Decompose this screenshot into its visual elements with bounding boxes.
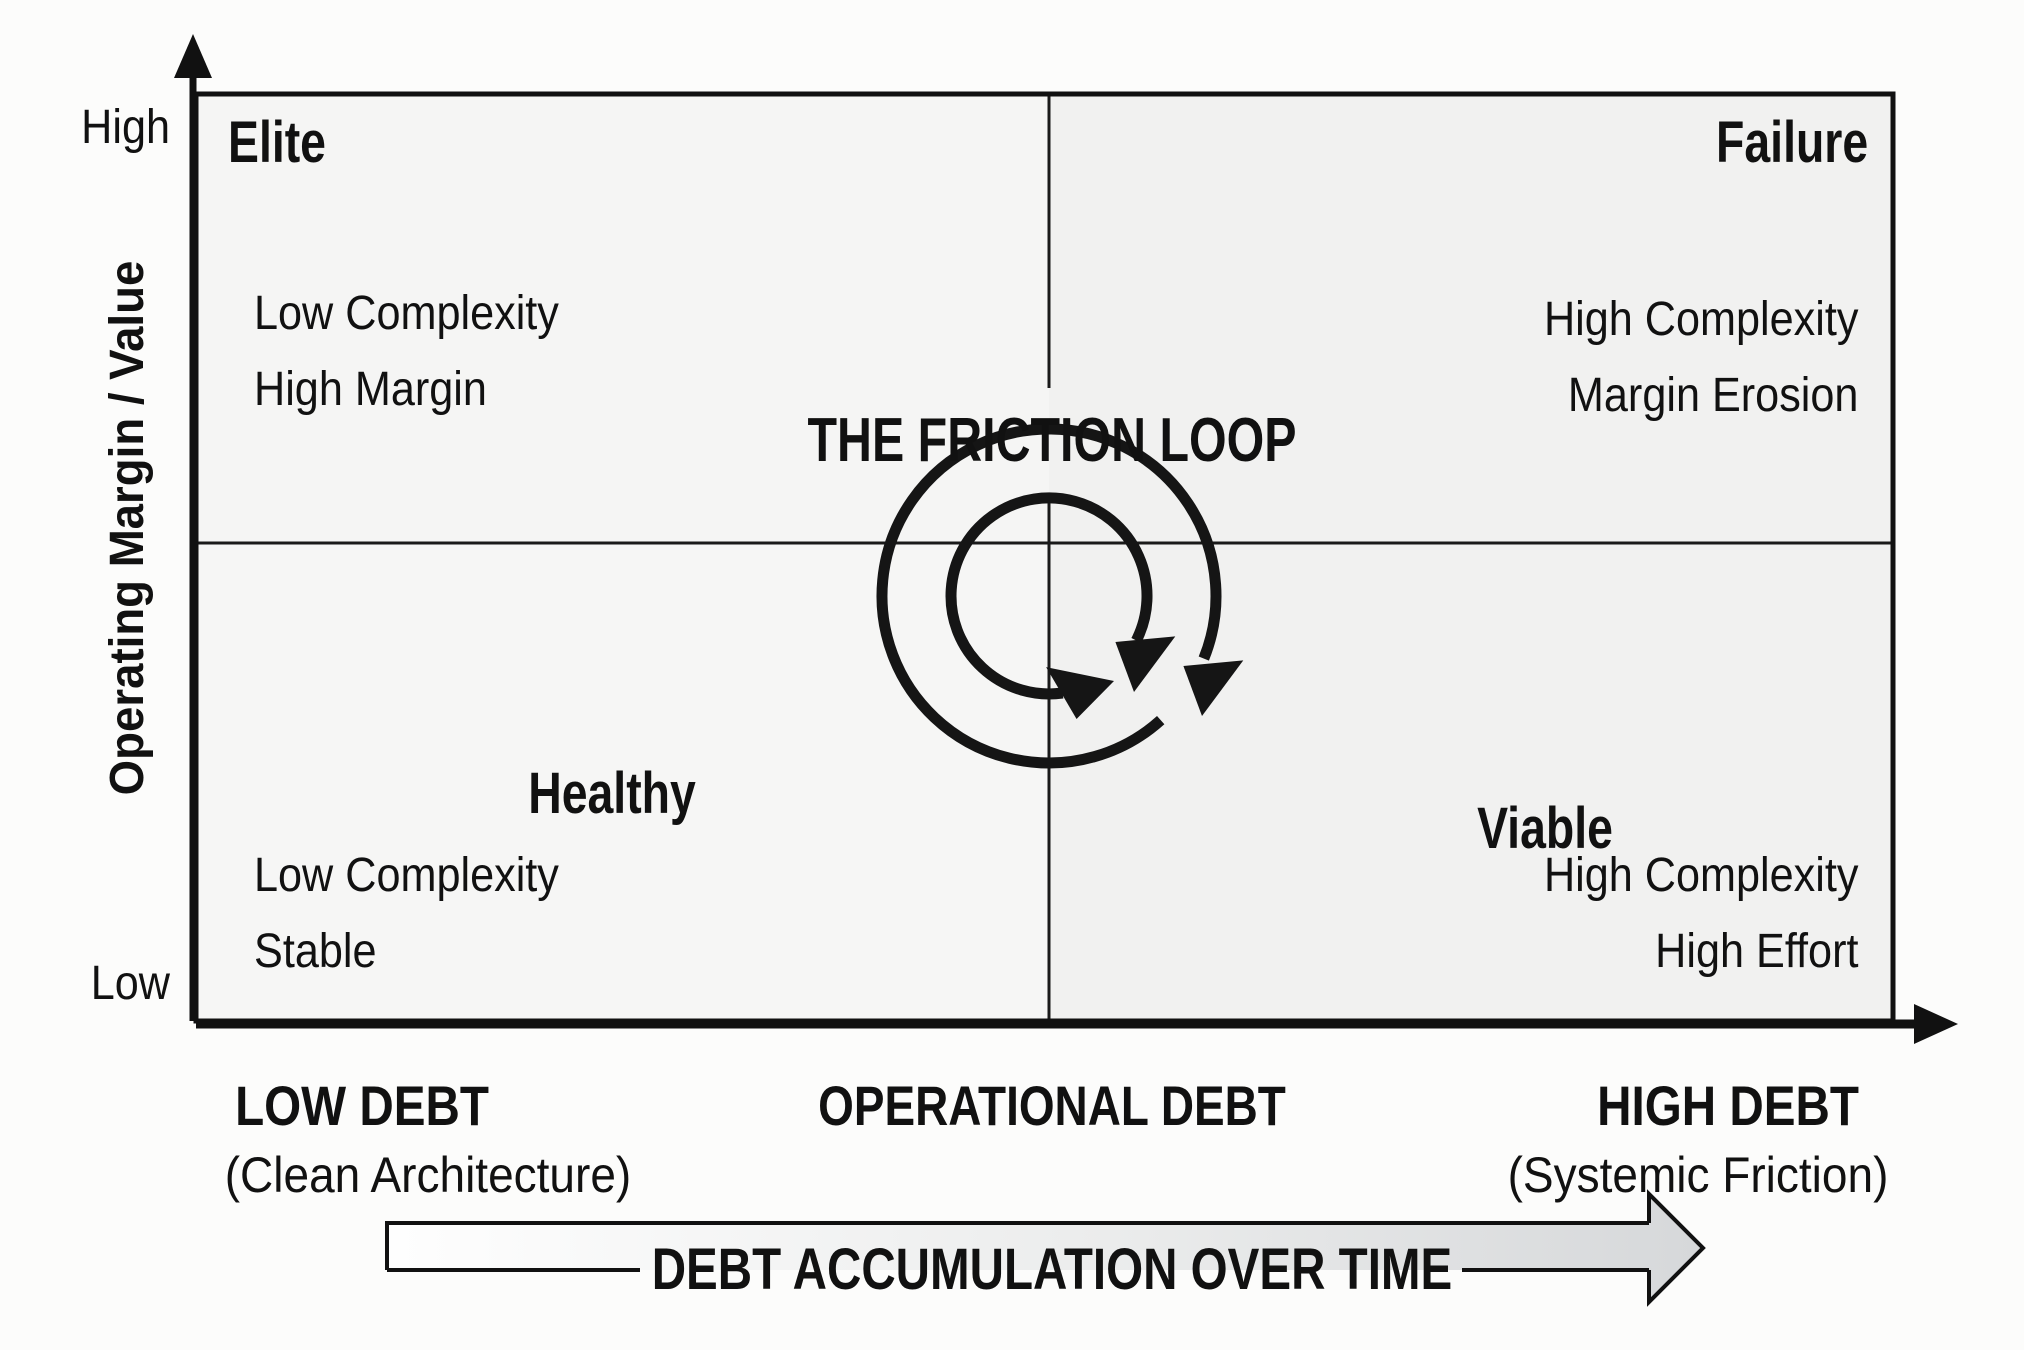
y-axis-high-tick: High bbox=[81, 101, 170, 154]
quadrant-fills bbox=[196, 94, 1893, 1021]
quadrant-bottom-right-fill bbox=[1049, 543, 1893, 1021]
y-axis-arrow-up-icon bbox=[174, 34, 212, 78]
loop-outer-arc bbox=[876, 423, 1222, 769]
x-axis bbox=[196, 1004, 1958, 1044]
x-axis-high-debt-label: HIGH DEBT bbox=[1597, 1074, 1859, 1137]
desc-line: Low Complexity bbox=[254, 849, 559, 902]
banner-arrow-head-outline bbox=[1647, 1189, 1706, 1307]
desc-line: Low Complexity bbox=[254, 287, 559, 340]
desc-line: High Complexity bbox=[1543, 293, 1858, 346]
loop-arrowhead-outer-icon bbox=[1183, 660, 1244, 716]
loop-arrowhead-bridge-icon bbox=[1046, 667, 1114, 719]
quadrant-elite-desc: Low Complexity High Margin bbox=[254, 276, 559, 428]
y-axis-low-tick: Low bbox=[90, 957, 170, 1010]
desc-line: Margin Erosion bbox=[1567, 369, 1858, 422]
desc-line: High Complexity bbox=[1543, 849, 1858, 902]
quadrant-healthy-label: Healthy bbox=[528, 761, 696, 826]
x-axis-high-debt-sublabel: (Systemic Friction) bbox=[1507, 1147, 1889, 1203]
quadrant-viable-label: Viable bbox=[1477, 796, 1613, 861]
diagram-title: THE FRICTION LOOP bbox=[807, 406, 1297, 475]
quadrant-failure-desc: High Complexity Margin Erosion bbox=[1543, 282, 1858, 434]
quadrant-viable-desc: High Complexity High Effort bbox=[1543, 838, 1858, 990]
debt-accumulation-banner-label: DEBT ACCUMULATION OVER TIME bbox=[651, 1237, 1453, 1302]
friction-loop-icon bbox=[876, 423, 1244, 769]
quadrant-bottom-left-fill bbox=[196, 543, 1049, 1021]
x-axis-arrow-right-icon bbox=[1914, 1004, 1958, 1044]
quadrant-top-left-fill bbox=[196, 94, 1049, 543]
quadrant-top-right-fill bbox=[1049, 94, 1893, 543]
y-axis bbox=[174, 34, 212, 1021]
desc-line: High Margin bbox=[254, 363, 487, 416]
x-axis-low-debt-sublabel: (Clean Architecture) bbox=[224, 1147, 632, 1203]
x-axis-low-debt-label: LOW DEBT bbox=[235, 1074, 489, 1137]
quadrant-elite-label: Elite bbox=[228, 110, 326, 175]
y-axis-title: Operating Margin / Value bbox=[101, 260, 154, 796]
x-axis-title: OPERATIONAL DEBT bbox=[818, 1074, 1286, 1137]
quadrant-healthy-desc: Low Complexity Stable bbox=[254, 838, 559, 990]
loop-arrowhead-inner-icon bbox=[1115, 636, 1176, 692]
desc-line: High Effort bbox=[1654, 925, 1858, 978]
debt-accumulation-arrow bbox=[385, 1189, 1706, 1307]
loop-inner-arc bbox=[945, 492, 1153, 700]
quadrant-failure-label: Failure bbox=[1715, 110, 1868, 175]
banner-arrow-top-outline bbox=[385, 1221, 1649, 1270]
desc-line: Stable bbox=[254, 925, 377, 978]
banner-arrow-body bbox=[387, 1194, 1703, 1302]
